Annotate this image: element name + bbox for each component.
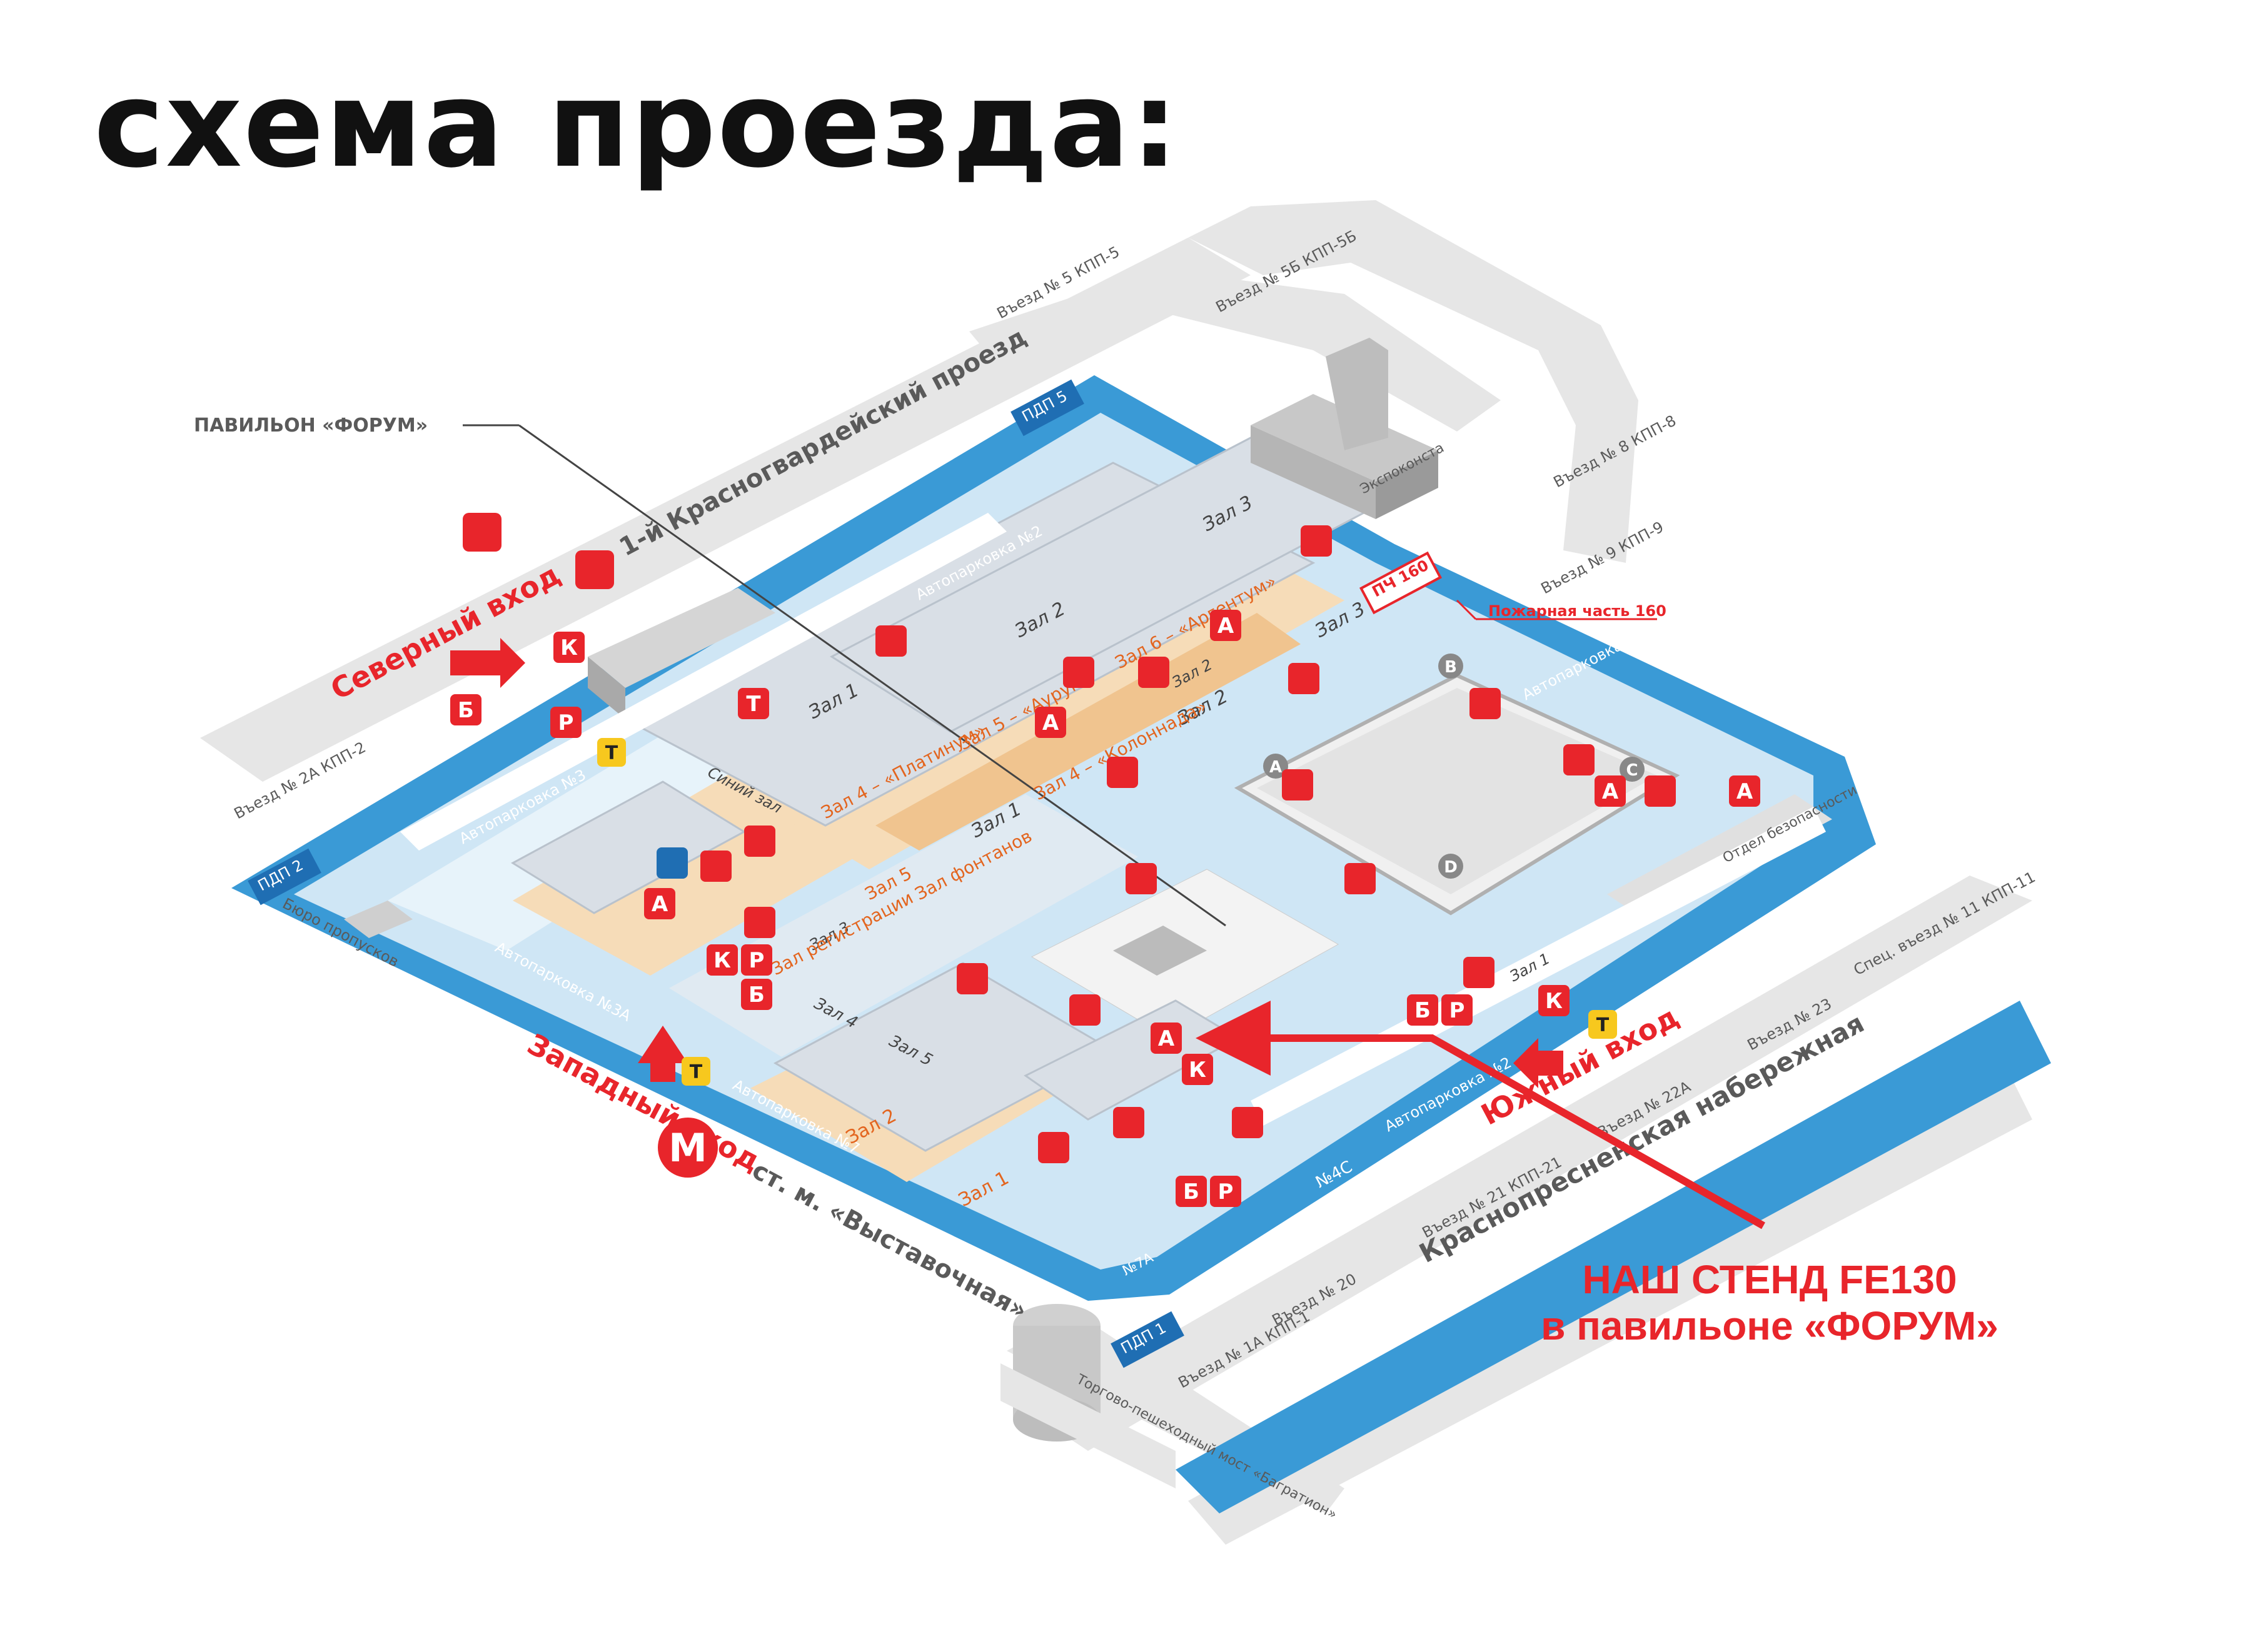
registration-icon (741, 944, 772, 976)
taxi-letter-2: Т (690, 1061, 703, 1083)
icon-r-2: Р (749, 948, 765, 973)
icon-a-3: А (652, 892, 668, 917)
pavilion-letter-b: B (1444, 658, 1457, 677)
ticket-icon (741, 979, 772, 1010)
gate-v11: Спец. въезд № 11 КПП-11 (1851, 868, 2039, 979)
cafe-icon (1645, 775, 1676, 807)
icon-k-2: К (713, 948, 731, 973)
south-entrance-arrow (1513, 1038, 1563, 1088)
currency-exchange-icon (1232, 1107, 1263, 1138)
toilet-icon (1301, 525, 1332, 557)
ticket-icon (450, 694, 481, 725)
icon-a-6: А (1736, 779, 1753, 804)
cafe-icon (744, 826, 775, 857)
stand-number: FE130 (1838, 1257, 1957, 1302)
cash-icon (707, 944, 738, 976)
icon-a-4: А (1158, 1026, 1175, 1051)
icon-k-1: К (560, 635, 578, 660)
stand-pointer-arrow (1196, 1001, 1765, 1230)
ticket-icon (1176, 1176, 1207, 1207)
cafe-icon (875, 625, 907, 657)
cash-icon (553, 632, 585, 663)
atm-icon (1210, 610, 1241, 641)
toilet-icon (1469, 688, 1501, 719)
cash-icon (1538, 985, 1570, 1016)
stand-callout: НАШ СТЕНД FE130 в павильоне «ФОРУМ» (1532, 1257, 2007, 1349)
icon-k-3: К (1189, 1058, 1206, 1083)
registration-icon (1210, 1176, 1241, 1207)
icon-b-4: Б (1183, 1179, 1199, 1204)
cafe-icon (744, 907, 775, 938)
registration-icon (1441, 994, 1473, 1026)
callout-line-1: НАШ СТЕНД FE130 (1582, 1257, 1957, 1302)
pavilion-letter-a: A (1269, 758, 1282, 777)
metro-icon (658, 1118, 718, 1178)
icon-a-1: А (1042, 710, 1059, 735)
taxi-icons: Т Т Т (597, 738, 1617, 1086)
atm-icon (1595, 775, 1626, 807)
taxi-icon (738, 688, 769, 719)
toilet-icon (1069, 994, 1101, 1026)
info-icon (657, 847, 688, 879)
icon-b-2: Б (748, 982, 765, 1007)
icon-t-1: Т (746, 692, 761, 717)
toilet-icon (1138, 657, 1169, 688)
pavilion-letter-c: C (1626, 761, 1638, 780)
cafe-icon (1113, 1107, 1144, 1138)
page-title: схема проезда: (94, 56, 1180, 194)
cafe-icon (1463, 957, 1494, 988)
taxi-letter-1: Т (605, 742, 618, 764)
icon-b-3: Б (1414, 998, 1431, 1023)
bus-icon (575, 550, 614, 589)
river (1176, 1001, 2051, 1513)
pavilion-forum-label: ПАВИЛЬОН «ФОРУМ» (194, 415, 428, 437)
north-entrance-arrow (450, 638, 525, 688)
icon-k-4: К (1545, 989, 1563, 1014)
icon-r-4: Р (1218, 1179, 1234, 1204)
toilet-icon (1563, 744, 1595, 775)
west-entrance-arrow (638, 1026, 688, 1082)
phone-icon (1126, 863, 1157, 894)
cafe-icon (1063, 657, 1094, 688)
icon-a-2: А (1217, 614, 1234, 639)
phone-icon (957, 963, 988, 994)
atm-icon (644, 888, 675, 919)
registration-icon (550, 707, 582, 738)
cafe-icon (1038, 1132, 1069, 1163)
phone-icon (1107, 757, 1138, 788)
first-aid-icon (1344, 863, 1376, 894)
phone-icon (1288, 663, 1319, 694)
fire-station-label: Пожарная часть 160 (1488, 602, 1666, 620)
metro-letter: M (668, 1125, 707, 1171)
icon-r-3: Р (1449, 998, 1465, 1023)
icon-b-1: Б (458, 698, 474, 723)
icon-r-1: Р (558, 710, 574, 735)
icon-a-5: А (1602, 779, 1619, 804)
pavilion-letters: A B C D (1263, 654, 1645, 879)
ticket-icon (1407, 994, 1438, 1026)
bus-icon (463, 513, 501, 552)
inner-roads (400, 513, 1826, 1126)
main-halls (511, 437, 1378, 1152)
atm-icon (1151, 1023, 1182, 1054)
atm-icon (1729, 775, 1760, 807)
exhibition-pavilion (1234, 673, 1680, 916)
service-icons: К Б Р Т А А А К Р Б А К Б Р К Б Р А А (450, 513, 1760, 1207)
cafe-icon (1282, 769, 1313, 800)
atm-icon (1035, 707, 1066, 738)
callout-line-2: в павильоне «ФОРУМ» (1541, 1303, 1998, 1348)
taxi-letter-3: Т (1596, 1014, 1610, 1036)
toilet-icon (700, 851, 732, 882)
pavilion-letter-d: D (1444, 858, 1458, 877)
